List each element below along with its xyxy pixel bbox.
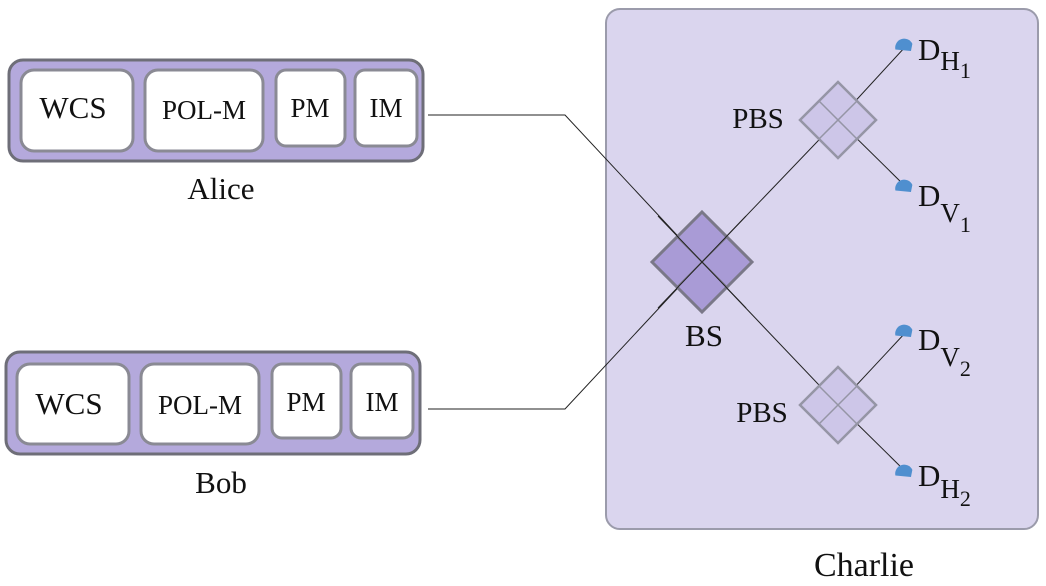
pbs-top-label: PBS — [732, 103, 784, 135]
detector-dv2-icon — [895, 324, 913, 337]
detector-dv1-icon — [895, 179, 913, 192]
alice-im-label: IM — [370, 93, 403, 123]
alice-pm-label: PM — [290, 93, 329, 123]
bob-im-label: IM — [366, 387, 399, 417]
detector-dh2-icon — [895, 464, 913, 477]
alice-wcs-box — [19, 68, 135, 153]
bob-pm-box — [270, 362, 343, 440]
bob-module-group: WCS POL-M PM IM Bob — [4, 350, 422, 500]
bob-polm-label: POL-M — [158, 390, 242, 420]
charlie-label: Charlie — [814, 547, 914, 584]
alice-wcs-label: WCS — [39, 90, 106, 125]
pbs-bottom-label: PBS — [736, 397, 788, 429]
bob-pm-label: PM — [286, 387, 325, 417]
detector-dv1-label: DV1 — [918, 178, 971, 237]
pbs-bottom: PBS — [736, 365, 878, 445]
detector-dh1-label: DH1 — [918, 32, 971, 83]
alice-fiber — [428, 114, 703, 263]
detector-dv2: DV2 — [895, 322, 971, 381]
beam-splitter: BS — [649, 209, 755, 353]
detector-dh1: DH1 — [895, 32, 971, 83]
pbs-top-cross-2 — [818, 100, 858, 140]
detector-dv2-label: DV2 — [918, 322, 971, 381]
detector-dh2-label: DH2 — [918, 458, 971, 511]
alice-label: Alice — [187, 171, 254, 206]
bs-path-overlay-2 — [657, 215, 747, 309]
detector-dv1: DV1 — [895, 178, 971, 237]
bob-im-box — [349, 362, 415, 440]
alice-module-group: WCS POL-M PM IM Alice — [7, 58, 425, 206]
alice-pm-box — [274, 68, 347, 148]
pbs-top: PBS — [732, 80, 878, 160]
bob-label: Bob — [195, 465, 247, 500]
pbs-bottom-cross-2 — [818, 385, 858, 425]
bob-fiber — [428, 261, 703, 410]
charlie-panel — [605, 8, 1039, 530]
bob-wcs-label: WCS — [35, 386, 102, 421]
detector-dh1-icon — [895, 38, 913, 51]
bs-label: BS — [685, 318, 723, 353]
bob-polm-box — [139, 362, 261, 446]
alice-im-box — [353, 68, 419, 148]
bob-wcs-box — [15, 362, 131, 446]
alice-polm-label: POL-M — [162, 95, 246, 125]
alice-polm-box — [143, 68, 265, 153]
detector-dh2: DH2 — [895, 458, 971, 511]
